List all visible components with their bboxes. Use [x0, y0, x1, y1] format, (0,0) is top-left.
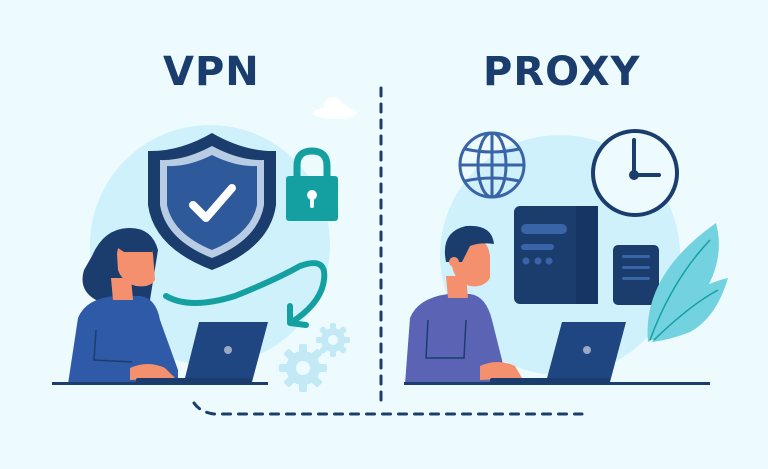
- left-desk: [52, 382, 268, 385]
- vpn-title: VPN: [163, 49, 260, 95]
- proxy-title: PROXY: [483, 49, 641, 95]
- clock-icon: [591, 129, 679, 217]
- leaf-plant-icon: [647, 223, 728, 342]
- curved-arrow-icon: [163, 260, 328, 328]
- gears-icon: [279, 323, 350, 392]
- left-laptop-icon: [136, 322, 268, 383]
- document-icon: [613, 245, 659, 305]
- padlock-icon: [286, 147, 338, 221]
- cloud-icon: [313, 97, 357, 119]
- woman-figure: [68, 228, 178, 384]
- shield-check-icon: [148, 133, 276, 270]
- globe-icon: [458, 131, 526, 199]
- right-desk: [404, 382, 710, 385]
- server-icon: [514, 206, 598, 304]
- right-laptop-icon: [490, 322, 626, 383]
- divider-horizontal: [192, 401, 584, 416]
- man-figure: [405, 225, 522, 384]
